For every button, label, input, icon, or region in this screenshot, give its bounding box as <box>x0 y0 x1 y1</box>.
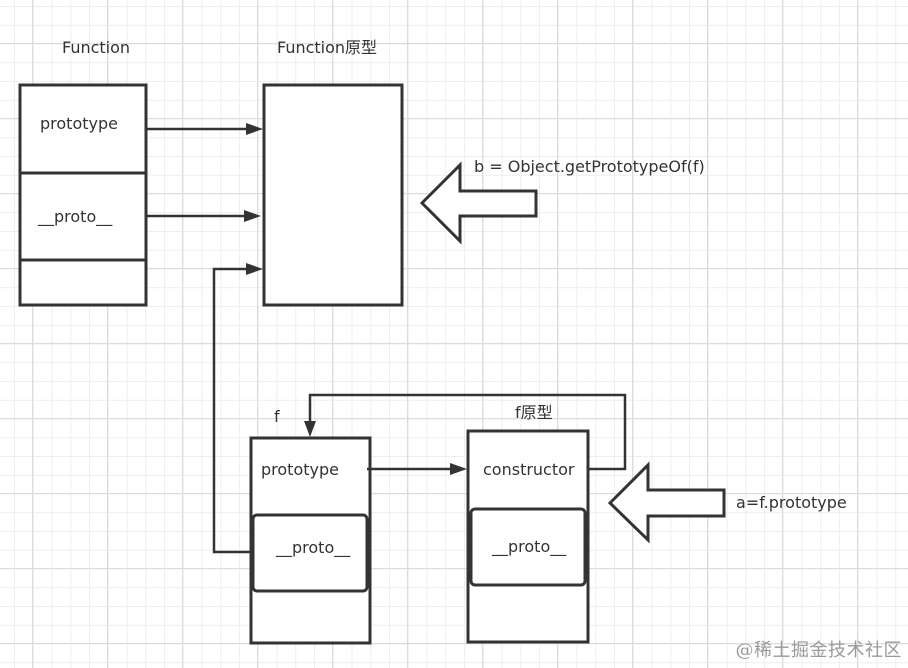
function-prototype-box[interactable] <box>262 83 404 307</box>
edge-f-prototype <box>367 463 467 475</box>
arrowhead-icon <box>244 210 261 222</box>
f-prototype-row-label: prototype <box>261 460 339 479</box>
f-node[interactable] <box>249 436 372 645</box>
b-expression-label: b = Object.getPrototypeOf(f) <box>474 157 705 176</box>
f-prototype-proto-row-label: __proto__ <box>492 537 567 556</box>
function-box[interactable] <box>18 83 148 307</box>
function-prototype-node[interactable] <box>262 83 404 307</box>
arrowhead-icon <box>246 263 263 275</box>
left-block-arrow-icon <box>607 461 726 544</box>
f-proto-row[interactable] <box>251 513 369 593</box>
function-proto-row-label: __proto__ <box>38 207 113 226</box>
left-block-arrow-icon <box>419 161 538 245</box>
f-prototype-node[interactable] <box>466 429 590 644</box>
function-prototype-row-label: prototype <box>40 114 118 133</box>
watermark: @稀土掘金技术社区 <box>735 640 902 661</box>
constructor-row-label: constructor <box>483 460 575 479</box>
arrowhead-icon <box>246 123 263 135</box>
function-title: Function <box>62 38 131 57</box>
f-prototype-title: f原型 <box>515 403 553 422</box>
function-prototype-title: Function原型 <box>277 38 378 57</box>
function-node[interactable] <box>18 83 148 307</box>
a-expression-label: a=f.prototype <box>736 493 847 512</box>
edge-function-proto <box>147 210 261 222</box>
arrowhead-icon <box>304 421 316 437</box>
connector-line <box>308 393 627 471</box>
edge-f-proto <box>212 263 263 554</box>
f-prototype-proto-row[interactable] <box>469 507 587 587</box>
f-proto-row-label: __proto__ <box>276 538 351 557</box>
edge-constructor <box>304 393 627 471</box>
arrowhead-icon <box>450 463 467 475</box>
f-title: f <box>274 407 280 426</box>
edge-function-prototype <box>147 123 263 135</box>
connector-line <box>212 267 250 554</box>
